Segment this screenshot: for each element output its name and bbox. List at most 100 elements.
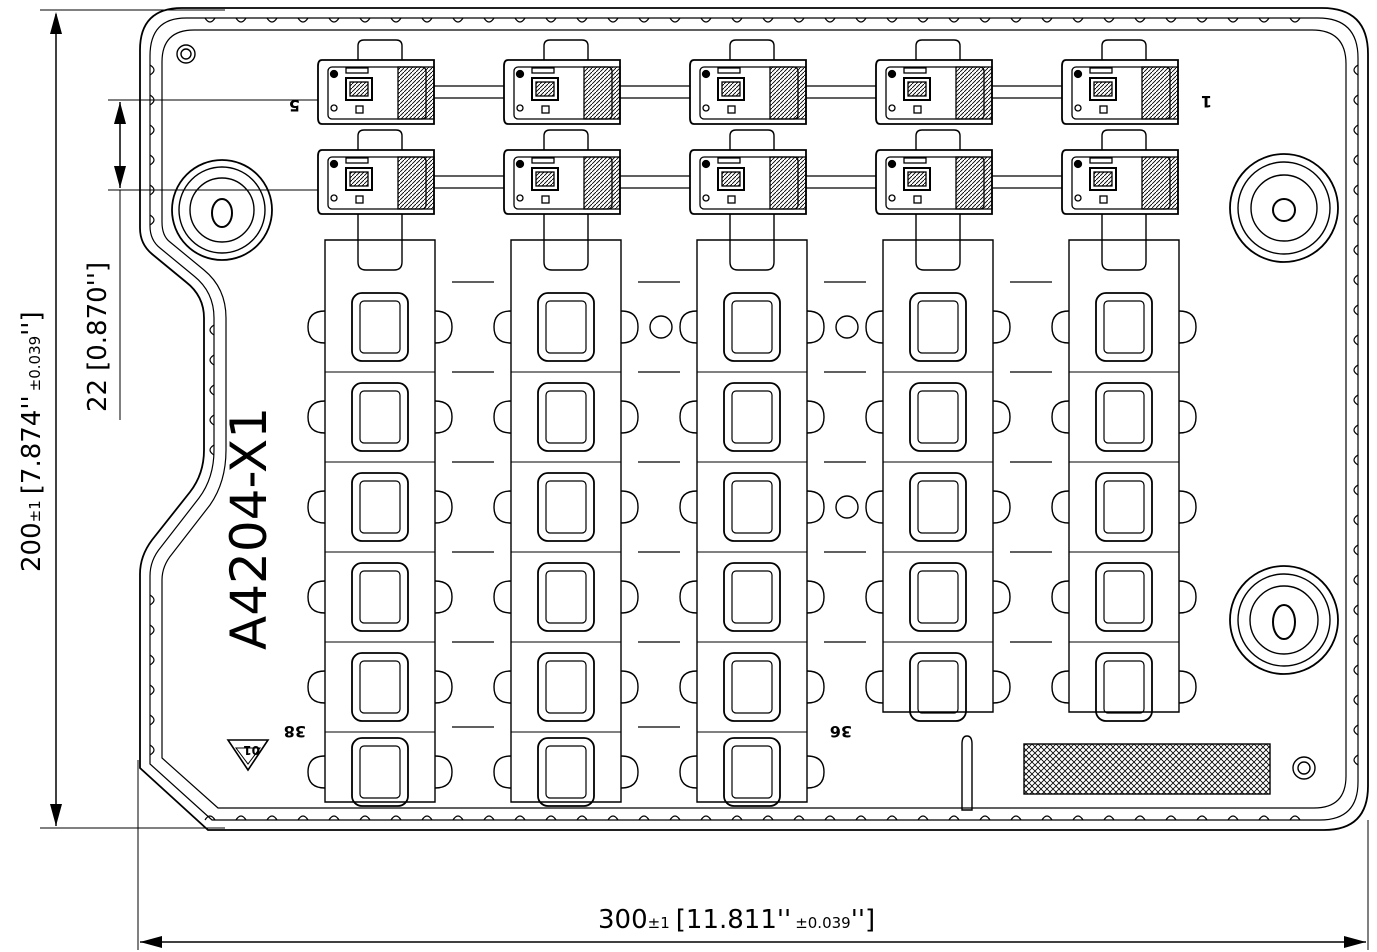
rim-notch [149, 684, 155, 696]
pad-cavity [1051, 292, 1197, 373]
rim-notch [576, 815, 588, 821]
pad-cavity [1051, 382, 1197, 463]
rim-notch [1196, 17, 1208, 23]
rim-notch [1289, 815, 1301, 821]
pad-cavity [307, 737, 453, 807]
rim-notch [297, 815, 309, 821]
connector-cavity [503, 39, 621, 125]
part-number: A4204-X1 [220, 407, 278, 650]
connector-cavity [875, 39, 993, 125]
pad-cavity [1051, 562, 1197, 643]
width-dim-value: 300 [598, 905, 648, 935]
rim-notch [793, 17, 805, 23]
rim-notch [576, 17, 588, 23]
rim-notch [483, 17, 495, 23]
rim-notch [1353, 484, 1359, 496]
width-dim-tolerance: ±1 [648, 914, 670, 932]
pad-cavity [307, 652, 453, 733]
rim-notch [1353, 364, 1359, 376]
rim-notch [1353, 454, 1359, 466]
connector-cavity [1061, 129, 1179, 215]
rim-notch [1072, 17, 1084, 23]
rim-notch [1353, 304, 1359, 316]
column-tab [729, 214, 775, 271]
rim-notch [149, 154, 155, 166]
pad-cavity [307, 472, 453, 553]
column-frame [696, 239, 808, 803]
rim-notch [1353, 694, 1359, 706]
pitch-dimension: 22[0.870''] [83, 99, 318, 420]
rim-notch [1353, 514, 1359, 526]
svg-text:300±1[11.811''±0.039'']: 300±1[11.811''±0.039''] [598, 905, 875, 935]
rim-notch [1353, 64, 1359, 76]
rim-notch [149, 624, 155, 636]
pad-cavity [1051, 472, 1197, 553]
pad-cavity [865, 382, 1011, 463]
cavity-grid [307, 39, 1197, 807]
rim-notch [638, 815, 650, 821]
row-mark-right: 1 [1201, 92, 1212, 111]
rim-notch [204, 17, 216, 23]
rim-notch [1353, 424, 1359, 436]
rim-notch [824, 17, 836, 23]
cavity-mark-left: 38 [284, 722, 306, 741]
rim-notch [607, 17, 619, 23]
rim-notch [1010, 17, 1022, 23]
pad-cavity [865, 292, 1011, 373]
connector-cavity [689, 129, 807, 215]
column-frame [1068, 239, 1180, 713]
rim-notch [1353, 664, 1359, 676]
rim-notch [452, 17, 464, 23]
rim-notch [514, 815, 526, 821]
rim-notch [1196, 815, 1208, 821]
rim-notch [149, 654, 155, 666]
rim-notch [1072, 815, 1084, 821]
pad-cavity [493, 382, 639, 463]
rim-notch [421, 17, 433, 23]
rim-notch [1353, 184, 1359, 196]
rim-notch [1258, 815, 1270, 821]
rim-notch [1165, 815, 1177, 821]
cavity-mark-right: 36 [830, 722, 852, 741]
pad-cavity [493, 737, 639, 807]
rim-notch [1353, 244, 1359, 256]
column-frame [324, 239, 436, 803]
column-frame [510, 239, 622, 803]
pad-cavity [865, 652, 1011, 722]
rim-notch [824, 815, 836, 821]
pitch-dim-value: 22 [83, 379, 113, 412]
rim-notch [359, 815, 371, 821]
rim-notch [700, 815, 712, 821]
rim-notch [1353, 574, 1359, 586]
pad-cavity [307, 292, 453, 373]
rim-notch [1165, 17, 1177, 23]
rim-notch [149, 744, 155, 756]
rim-notch [1227, 17, 1239, 23]
height-dim-value: 200 [17, 522, 47, 572]
rim-notch [700, 17, 712, 23]
connector-cavity [1061, 39, 1179, 125]
rim-notch [886, 17, 898, 23]
pad-cavity [1051, 652, 1197, 722]
pad-cavity [493, 472, 639, 553]
svg-text:200±1[7.874''±0.039'']: 200±1[7.874''±0.039''] [17, 311, 47, 572]
column-tab [915, 214, 961, 271]
locator-boss-right-top [1229, 153, 1339, 263]
rim-notch [638, 17, 650, 23]
connector-cavity [875, 129, 993, 215]
rim-notches [149, 17, 1359, 821]
pad-cavity [493, 652, 639, 733]
width-dim-close: ''] [851, 905, 875, 935]
rim-notch [948, 815, 960, 821]
rim-notch [149, 94, 155, 106]
rim-notch [209, 384, 215, 396]
pad-cavity [307, 562, 453, 643]
rim-notch [1353, 754, 1359, 766]
rim-notch [855, 815, 867, 821]
rim-notch [1134, 815, 1146, 821]
rim-notch [731, 815, 743, 821]
rim-notch [297, 17, 309, 23]
rim-notch [1134, 17, 1146, 23]
rim-notch [149, 214, 155, 226]
